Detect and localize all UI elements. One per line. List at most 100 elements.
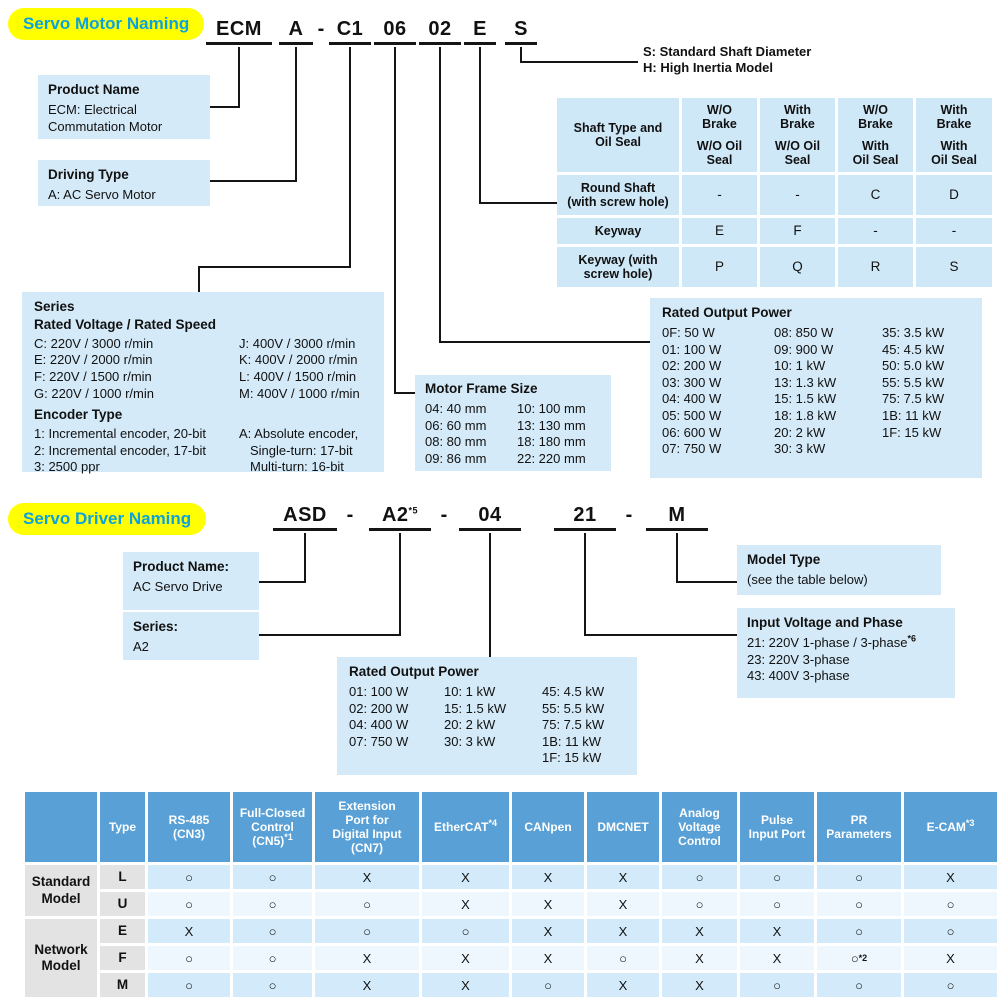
header-oilseal: With Oil Seal — [852, 138, 899, 167]
power-option: 30: 3 kW — [444, 733, 496, 749]
table-cell: X — [904, 865, 997, 889]
header-label: E-CAM — [926, 819, 966, 834]
connector-line — [584, 533, 586, 636]
header-brake: With Brake — [936, 102, 972, 132]
power-option: 07: 750 W — [349, 733, 409, 749]
power-option: 45: 4.5 kW — [882, 341, 945, 357]
table-cell: ○ — [904, 919, 997, 943]
table-cell: ○ — [662, 865, 737, 889]
table-cell-with-footnote: ○*2 — [817, 946, 901, 970]
connector-line — [520, 47, 522, 63]
table-corner-cell — [25, 792, 97, 862]
encoder-type-title: Encoder Type — [34, 407, 123, 423]
header-oilseal: With Oil Seal — [931, 138, 977, 167]
connector-line — [259, 634, 401, 636]
shaft-cell: - — [916, 218, 992, 244]
footnote-6-marker: *6 — [907, 633, 916, 644]
driver-power-columns: 01: 100 W 02: 200 W 04: 400 W 07: 750 W … — [349, 684, 625, 767]
driver-power-title: Rated Output Power — [349, 664, 479, 679]
table-cell: X — [740, 919, 814, 943]
header-label: RS-485 (CN3) — [168, 812, 210, 841]
power-option: 20: 2 kW — [444, 717, 496, 733]
table-cell: X — [587, 919, 659, 943]
motor-code-frame: 06 — [374, 18, 416, 45]
power-option: 08: 850 W — [774, 324, 834, 340]
table-cell: X — [315, 973, 419, 997]
frame-option: 09: 86 mm — [425, 450, 487, 466]
shaft-cell: E — [682, 218, 757, 244]
driver-code-dash: - — [625, 504, 633, 526]
power-option: 03: 300 W — [662, 374, 722, 390]
table-cell: X — [422, 892, 509, 916]
power-option: 35: 3.5 kW — [882, 324, 945, 340]
table-cell: X — [512, 919, 584, 943]
motor-naming-badge: Servo Motor Naming — [8, 8, 205, 40]
column-header-ecam: E-CAM*3 — [904, 792, 997, 862]
table-cell: X — [587, 973, 659, 997]
series-box: Series Rated Voltage / Rated Speed C: 22… — [22, 292, 384, 474]
header-label: Extension Port for Digital Input (CN7) — [332, 798, 402, 856]
column-header-rs485: RS-485 (CN3) — [148, 792, 230, 862]
shaft-cell: D — [916, 175, 992, 215]
group-label-standard-model: Standard Model — [25, 865, 97, 916]
driver-product-name-box: Product Name: AC Servo Drive — [123, 552, 259, 610]
shaft-table-corner-label: Shaft Type and Oil Seal — [573, 120, 663, 149]
driver-code-voltage: 21 — [554, 504, 616, 531]
header-label: Type — [108, 819, 137, 834]
power-option: 45: 4.5 kW — [542, 683, 605, 699]
connector-line — [399, 533, 401, 636]
voltage-option: M: 400V / 1000 r/min — [239, 385, 360, 401]
encoder-columns: 1: Incremental encoder, 20-bit 2: Increm… — [34, 426, 372, 476]
power-option: 05: 500 W — [662, 408, 722, 423]
frame-option: 06: 60 mm — [425, 417, 487, 433]
header-label: CANpen — [524, 819, 572, 834]
footnote-4-marker: *4 — [488, 817, 497, 828]
shaft-cell: R — [838, 247, 913, 287]
power-option: 02: 200 W — [349, 700, 409, 716]
table-cell: ○ — [740, 892, 814, 916]
type-cell: U — [100, 892, 145, 916]
header-label: DMCNET — [597, 819, 649, 834]
power-option: 55: 5.5 kW — [882, 374, 945, 390]
header-label: PR Parameters — [826, 812, 892, 841]
footnote-3-marker: *3 — [965, 817, 975, 828]
type-cell: F — [100, 946, 145, 970]
table-cell: X — [422, 865, 509, 889]
connector-line — [676, 533, 678, 583]
column-header-type: Type — [100, 792, 145, 862]
power-option: 09: 900 W — [774, 341, 834, 357]
shaft-row-label: Round Shaft (with screw hole) — [557, 175, 679, 215]
connector-line — [238, 47, 240, 108]
power-option: 10: 1 kW — [444, 683, 496, 699]
connector-line — [198, 266, 200, 293]
encoder-option: Single-turn: 17-bit — [250, 442, 353, 458]
driver-series-box: Series: A2 — [123, 612, 259, 660]
table-cell: ○ — [422, 919, 509, 943]
power-option: 04: 400 W — [662, 391, 722, 407]
frame-size-box: Motor Frame Size 04: 40 mm 06: 60 mm 08:… — [415, 375, 611, 471]
table-cell: ○ — [315, 892, 419, 916]
voltage-phase-option: 21: 220V 1-phase / 3-phase*6 — [747, 633, 945, 652]
header-label: EtherCAT — [434, 819, 489, 834]
motor-code-driving: A — [279, 18, 313, 45]
driver-naming-badge: Servo Driver Naming — [8, 503, 207, 535]
footnote-5-marker: *5 — [408, 505, 419, 516]
table-cell: X — [662, 919, 737, 943]
shaft-cell: S — [916, 247, 992, 287]
power-option: 10: 1 kW — [774, 358, 826, 374]
connector-line — [210, 106, 240, 108]
power-option: 06: 600 W — [662, 424, 722, 440]
table-cell: ○ — [817, 919, 901, 943]
voltage-option: C: 220V / 3000 r/min — [34, 335, 154, 351]
table-cell: ○ — [233, 892, 312, 916]
driving-type-box: Driving Type A: AC Servo Motor — [38, 160, 210, 206]
frame-option: 04: 40 mm — [425, 400, 487, 416]
type-cell: E — [100, 919, 145, 943]
header-label: Full-Closed Control (CN5) — [239, 805, 306, 849]
driver-series-code: A2 — [381, 504, 409, 526]
shaft-cell: F — [760, 218, 835, 244]
